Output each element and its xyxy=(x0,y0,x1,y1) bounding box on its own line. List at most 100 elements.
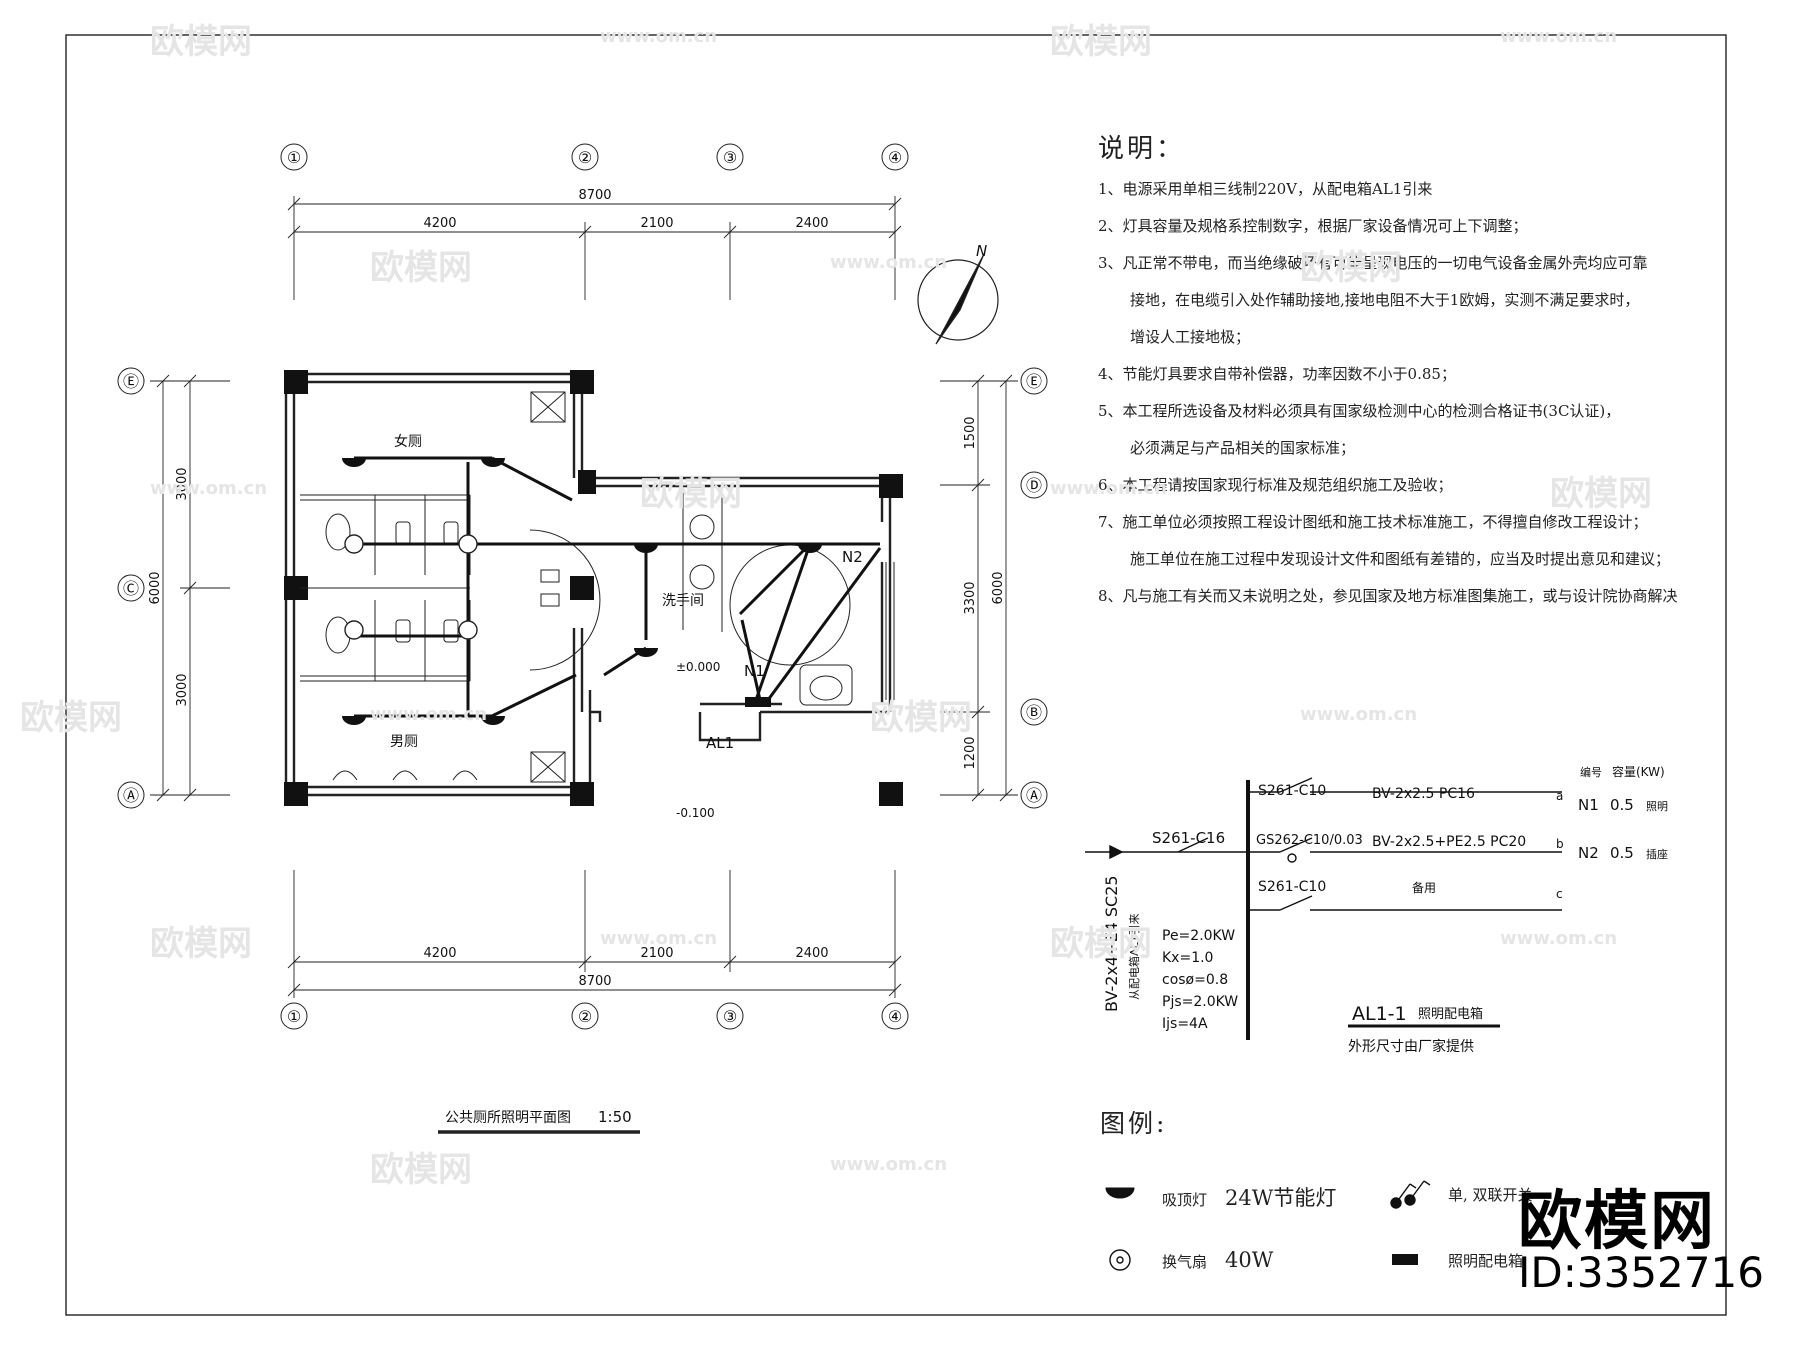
plan-title: 公共厕所照明平面图 xyxy=(445,1110,571,1126)
exit-sign-2 xyxy=(540,593,560,607)
dim-left-2: 3000 xyxy=(175,673,190,706)
panel-diagram xyxy=(1085,777,1562,1040)
note-7-cont: 施工单位在施工过程中发现设计文件和图纸有差错的，应当及时提出意见和建议； xyxy=(1130,550,1671,568)
dimension-top xyxy=(287,196,902,300)
room-female: 女厕 xyxy=(394,433,422,450)
axis-row-e: Ⓔ xyxy=(123,372,139,391)
exit-sign-1 xyxy=(540,569,560,583)
drawing-frame xyxy=(65,34,1727,1316)
dim-top-3: 2400 xyxy=(795,216,828,231)
note-3-cont-a: 接地，在电缆引入处作辅助接地,接地电阻不大于1欧姆，实测不满足要求时， xyxy=(1130,291,1640,309)
axis-row-a-right: Ⓐ xyxy=(1026,786,1042,805)
axis-bubbles-left xyxy=(117,367,145,809)
dim-bottom-1: 4200 xyxy=(423,946,456,961)
axis-col-2-bottom: ② xyxy=(578,1007,592,1026)
exhaust-fans xyxy=(344,534,478,640)
dim-top-total: 8700 xyxy=(578,188,611,203)
circuit-2-breaker: GS262-C10/0.03 xyxy=(1256,833,1363,848)
incoming-cable: BV-2x4+E4 SC25 xyxy=(1102,875,1121,1012)
elevation-floor: ±0.000 xyxy=(676,660,720,674)
dim-top-2: 2100 xyxy=(640,216,673,231)
dim-right-3: 1200 xyxy=(963,736,978,769)
legend-item-box: 照明配电箱 xyxy=(1448,1250,1523,1271)
elevation-out: -0.100 xyxy=(676,806,715,820)
axis-row-b-right: Ⓑ xyxy=(1026,703,1042,722)
calc-cos: cosø=0.8 xyxy=(1162,972,1228,988)
legend-lamp-value: 24W节能灯 xyxy=(1225,1186,1337,1210)
legend-item-lamp: 吸顶灯 24W节能灯 xyxy=(1162,1182,1336,1212)
circuit-3-cable: 备用 xyxy=(1412,881,1436,895)
north-arrow xyxy=(917,253,999,345)
note-6: 6、本工程请按国家现行标准及规范组织施工及验收； xyxy=(1098,476,1453,494)
dimension-right xyxy=(940,374,1018,802)
switch-icon xyxy=(1390,1180,1431,1209)
plan-labels: ① ② ③ ④ ① ② ③ ④ Ⓔ Ⓒ Ⓐ Ⓔ Ⓓ Ⓑ Ⓐ xyxy=(123,148,1042,1026)
dim-bottom-3: 2400 xyxy=(795,946,828,961)
lighting-wiring xyxy=(354,456,882,718)
distribution-box-icon xyxy=(1392,1254,1418,1265)
axis-row-e-right: Ⓔ xyxy=(1026,372,1042,391)
dim-right-total: 6000 xyxy=(991,571,1006,604)
axis-col-1-bottom: ① xyxy=(287,1007,301,1026)
exhaust-fan-icon xyxy=(1109,1249,1131,1271)
note-1: 1、电源采用单相三线制220V，从配电箱AL1引来 xyxy=(1098,180,1433,198)
design-notes: 说明： 1、电源采用单相三线制220V，从配电箱AL1引来 2、灯具容量及规格系… xyxy=(1098,128,1698,623)
note-5-cont: 必须满足与产品相关的国家标准； xyxy=(1130,439,1356,457)
legend-lamp-label: 吸顶灯 xyxy=(1162,1191,1208,1209)
calc-kx: Kx=1.0 xyxy=(1162,950,1213,966)
axis-col-3: ③ xyxy=(723,148,737,167)
incoming-note: 从配电箱AL1引来 xyxy=(1127,913,1141,1000)
plan-scale: 1:50 xyxy=(598,1108,632,1126)
dimension-labels: 8700 4200 2100 2400 4200 2100 2400 8700 … xyxy=(148,188,1006,989)
legend-item-switch: 单, 双联开关 xyxy=(1448,1184,1533,1205)
circuit-2-phase: b xyxy=(1556,837,1564,851)
calc-ijs: Ijs=4A xyxy=(1162,1016,1208,1032)
dim-bottom-2: 2100 xyxy=(640,946,673,961)
ceiling-lamp-icon xyxy=(1105,1187,1135,1199)
note-3: 3、凡正常不带电，而当绝缘破坏有可能呈现电压的一切电气设备金属外壳均应可靠 xyxy=(1098,254,1648,272)
brand-logo-text: 欧模网 xyxy=(1518,1185,1716,1259)
panel-subtitle: 照明配电箱 xyxy=(1418,1006,1483,1022)
label-al1: AL1 xyxy=(706,734,734,752)
circuit-1-kw: 0.5 xyxy=(1610,796,1634,814)
header-no: 编号 xyxy=(1580,765,1602,779)
circuit-1-breaker: S261-C10 xyxy=(1258,783,1326,799)
notes-title: 说明： xyxy=(1098,134,1186,164)
note-8: 8、凡与施工有关而又未说明之处，参见国家及地方标准图集施工，或与设计院协商解决 xyxy=(1098,587,1678,605)
calc-pe: Pe=2.0KW xyxy=(1162,928,1235,944)
dim-right-2: 3300 xyxy=(963,581,978,614)
dimension-bottom xyxy=(287,870,902,998)
axis-row-d-right: Ⓓ xyxy=(1026,476,1042,495)
axis-col-2: ② xyxy=(578,148,592,167)
circuit-3-phase: c xyxy=(1556,887,1563,901)
note-3-cont-b: 增设人工接地极； xyxy=(1130,328,1251,346)
axis-bubbles-right xyxy=(1020,367,1048,809)
dimension-left xyxy=(150,374,230,802)
floor-plan xyxy=(117,143,1048,1134)
axis-col-3-bottom: ③ xyxy=(723,1007,737,1026)
circuit-2-use: 插座 xyxy=(1646,847,1668,861)
note-7: 7、施工单位必须按照工程设计图纸和施工技术标准施工，不得擅自修改工程设计； xyxy=(1098,513,1648,531)
circuit-1-no: N1 xyxy=(1578,796,1599,814)
ceiling-lamps xyxy=(342,458,822,725)
legend-title: 图例: xyxy=(1100,1109,1168,1138)
room-labels: 女厕 男厕 洗手间 ±0.000 -0.100 N1 N2 AL1 N 公共厕所… xyxy=(390,242,987,1126)
circuit-2-kw: 0.5 xyxy=(1610,844,1634,862)
main-breaker: S261-C16 xyxy=(1152,829,1225,847)
circuit-1-cable: BV-2x2.5 PC16 xyxy=(1372,786,1475,802)
axis-row-a: Ⓐ xyxy=(123,786,139,805)
dim-top-1: 4200 xyxy=(423,216,456,231)
axis-col-4-bottom: ④ xyxy=(888,1007,902,1026)
header-cap: 容量(KW) xyxy=(1612,764,1665,779)
panel-note: 外形尺寸由厂家提供 xyxy=(1348,1038,1474,1055)
calc-pjs: Pjs=2.0KW xyxy=(1162,994,1238,1010)
legend-box-label: 照明配电箱 xyxy=(1448,1252,1524,1270)
circuit-3-breaker: S261-C10 xyxy=(1258,879,1326,895)
axis-col-1: ① xyxy=(287,148,301,167)
axis-row-c: Ⓒ xyxy=(123,579,139,598)
legend-fan-label: 换气扇 xyxy=(1162,1253,1208,1271)
toilet-stalls xyxy=(300,391,895,783)
panel-diagram-labels: S261-C16 BV-2x4+E4 SC25 从配电箱AL1引来 Pe=2.0… xyxy=(1102,764,1668,1055)
